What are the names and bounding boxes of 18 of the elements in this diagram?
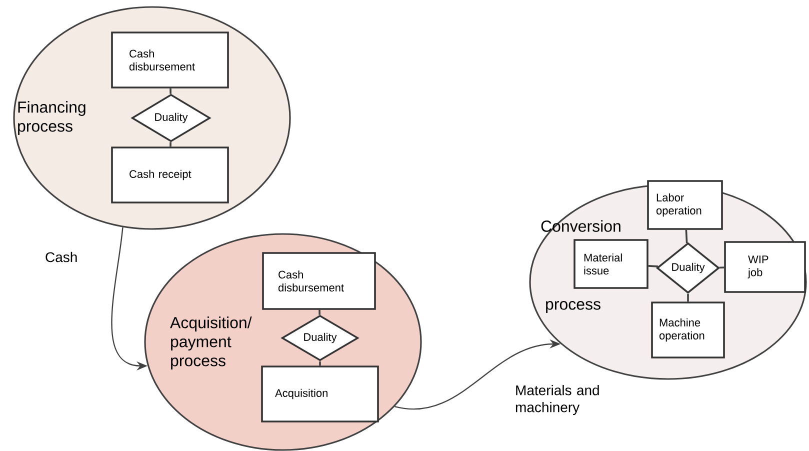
event-box: Labor operation [647, 180, 723, 230]
connector-line [170, 88, 172, 94]
connector-line [687, 294, 689, 302]
connector-line [719, 266, 724, 268]
event-box: Cash disbursement [111, 32, 229, 88]
connector-line [685, 230, 688, 244]
connector-line [648, 265, 658, 268]
connector-line [318, 310, 320, 315]
edge-label: Cash [46, 252, 77, 262]
connector-line [319, 361, 321, 366]
event-box: Cash receipt [111, 146, 229, 204]
connector-line [170, 142, 172, 147]
edge-label: Materials and machinery [516, 384, 599, 416]
event-box: Cash disbursement [262, 252, 376, 310]
event-box: Machine operation [651, 302, 725, 358]
event-box: WIP job [724, 241, 806, 293]
event-box: Material issue [574, 239, 648, 289]
event-box: Acquisition [261, 366, 379, 422]
